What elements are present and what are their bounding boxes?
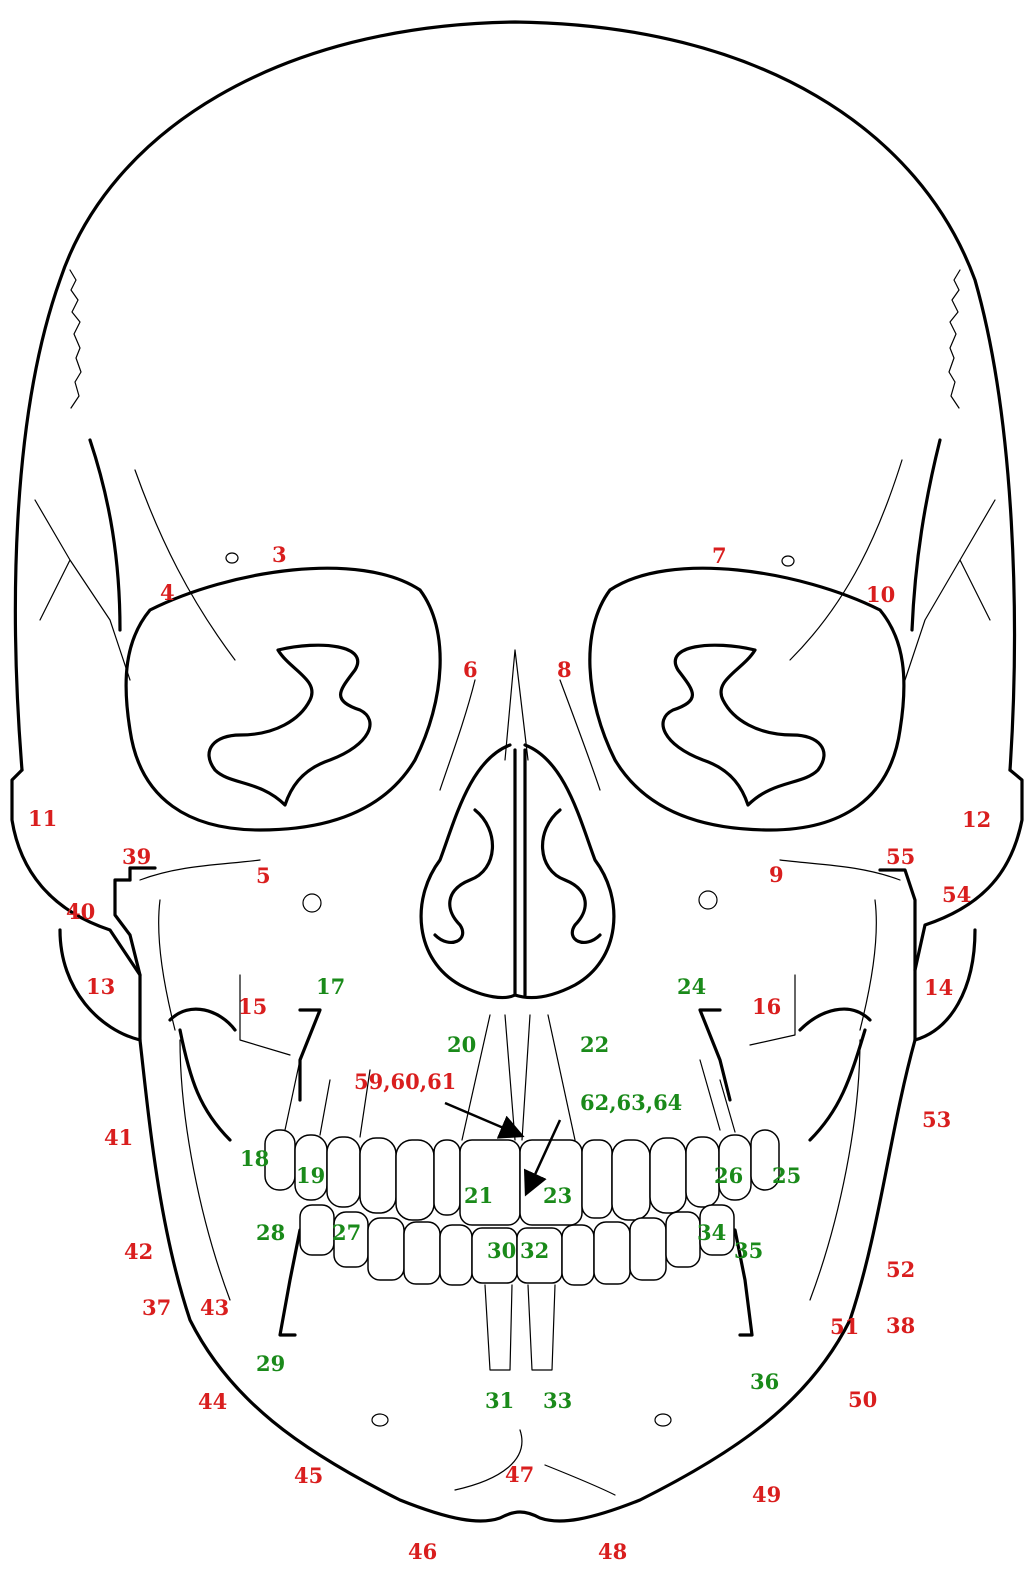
zygomatic-arch-left bbox=[12, 770, 140, 975]
orbit-right bbox=[590, 568, 904, 830]
landmark-label: 41 bbox=[104, 1125, 133, 1150]
landmark-label: 32 bbox=[520, 1238, 549, 1263]
landmark-label: 30 bbox=[487, 1238, 516, 1263]
coronal-suture-left bbox=[70, 270, 81, 408]
coronal-suture-right bbox=[949, 270, 960, 408]
landmark-label: 27 bbox=[332, 1220, 361, 1245]
landmark-label: 23 bbox=[543, 1183, 572, 1208]
landmark-label: 45 bbox=[294, 1463, 323, 1488]
landmark-label: 53 bbox=[922, 1107, 951, 1132]
landmark-label: 42 bbox=[124, 1239, 153, 1264]
landmark-labels: 3 4 7 10 6 8 11 12 39 5 9 55 54 40 13 14… bbox=[28, 542, 991, 1564]
landmark-label: 22 bbox=[580, 1032, 609, 1057]
landmark-label: 3 bbox=[272, 542, 287, 567]
landmark-label: 39 bbox=[122, 844, 151, 869]
landmark-label: 11 bbox=[28, 806, 57, 831]
landmark-label: 50 bbox=[848, 1387, 877, 1412]
landmark-label: 29 bbox=[256, 1351, 285, 1376]
nasal-aperture bbox=[421, 745, 614, 998]
landmark-label: 25 bbox=[772, 1163, 801, 1188]
landmark-label: 17 bbox=[316, 974, 345, 999]
landmark-label: 38 bbox=[886, 1313, 915, 1338]
zygomatic-arch-right bbox=[915, 770, 1022, 970]
landmark-label: 20 bbox=[447, 1032, 476, 1057]
landmark-label: 51 bbox=[830, 1314, 859, 1339]
landmark-label: 6 bbox=[463, 657, 478, 682]
landmark-label: 26 bbox=[714, 1163, 743, 1188]
landmark-label: 21 bbox=[464, 1183, 493, 1208]
landmark-label: 35 bbox=[734, 1238, 763, 1263]
landmark-label: 44 bbox=[198, 1389, 227, 1414]
landmark-label: 4 bbox=[160, 580, 175, 605]
landmark-label: 33 bbox=[543, 1388, 572, 1413]
landmark-label: 19 bbox=[296, 1163, 325, 1188]
landmark-label: 62,63,64 bbox=[580, 1090, 682, 1115]
landmark-label: 18 bbox=[240, 1146, 269, 1171]
cranium-outline bbox=[15, 22, 1014, 770]
landmark-label: 12 bbox=[962, 807, 991, 832]
landmark-label: 24 bbox=[677, 974, 706, 999]
landmark-label: 54 bbox=[942, 882, 971, 907]
landmark-label: 34 bbox=[697, 1220, 726, 1245]
arrow-59-60-61 bbox=[445, 1103, 520, 1135]
landmark-label: 43 bbox=[200, 1295, 229, 1320]
landmark-label: 16 bbox=[752, 994, 781, 1019]
landmark-label: 49 bbox=[752, 1482, 781, 1507]
landmark-label: 55 bbox=[886, 844, 915, 869]
landmark-label: 13 bbox=[86, 974, 115, 999]
landmark-label: 9 bbox=[769, 862, 784, 887]
landmark-label: 36 bbox=[750, 1369, 779, 1394]
landmark-label: 10 bbox=[866, 582, 895, 607]
landmark-label: 40 bbox=[66, 899, 95, 924]
landmark-label: 48 bbox=[598, 1539, 627, 1564]
landmark-label: 14 bbox=[924, 975, 953, 1000]
landmark-label: 8 bbox=[557, 657, 572, 682]
landmark-label: 52 bbox=[886, 1257, 915, 1282]
landmark-label: 7 bbox=[712, 543, 727, 568]
landmark-label: 46 bbox=[408, 1539, 437, 1564]
landmark-label: 47 bbox=[505, 1462, 534, 1487]
landmark-label: 15 bbox=[238, 994, 267, 1019]
landmark-label: 37 bbox=[142, 1295, 171, 1320]
landmark-label: 28 bbox=[256, 1220, 285, 1245]
landmark-label: 31 bbox=[485, 1388, 514, 1413]
landmark-label: 59,60,61 bbox=[354, 1069, 456, 1094]
orbit-left bbox=[126, 568, 440, 830]
landmark-label: 5 bbox=[256, 863, 271, 888]
